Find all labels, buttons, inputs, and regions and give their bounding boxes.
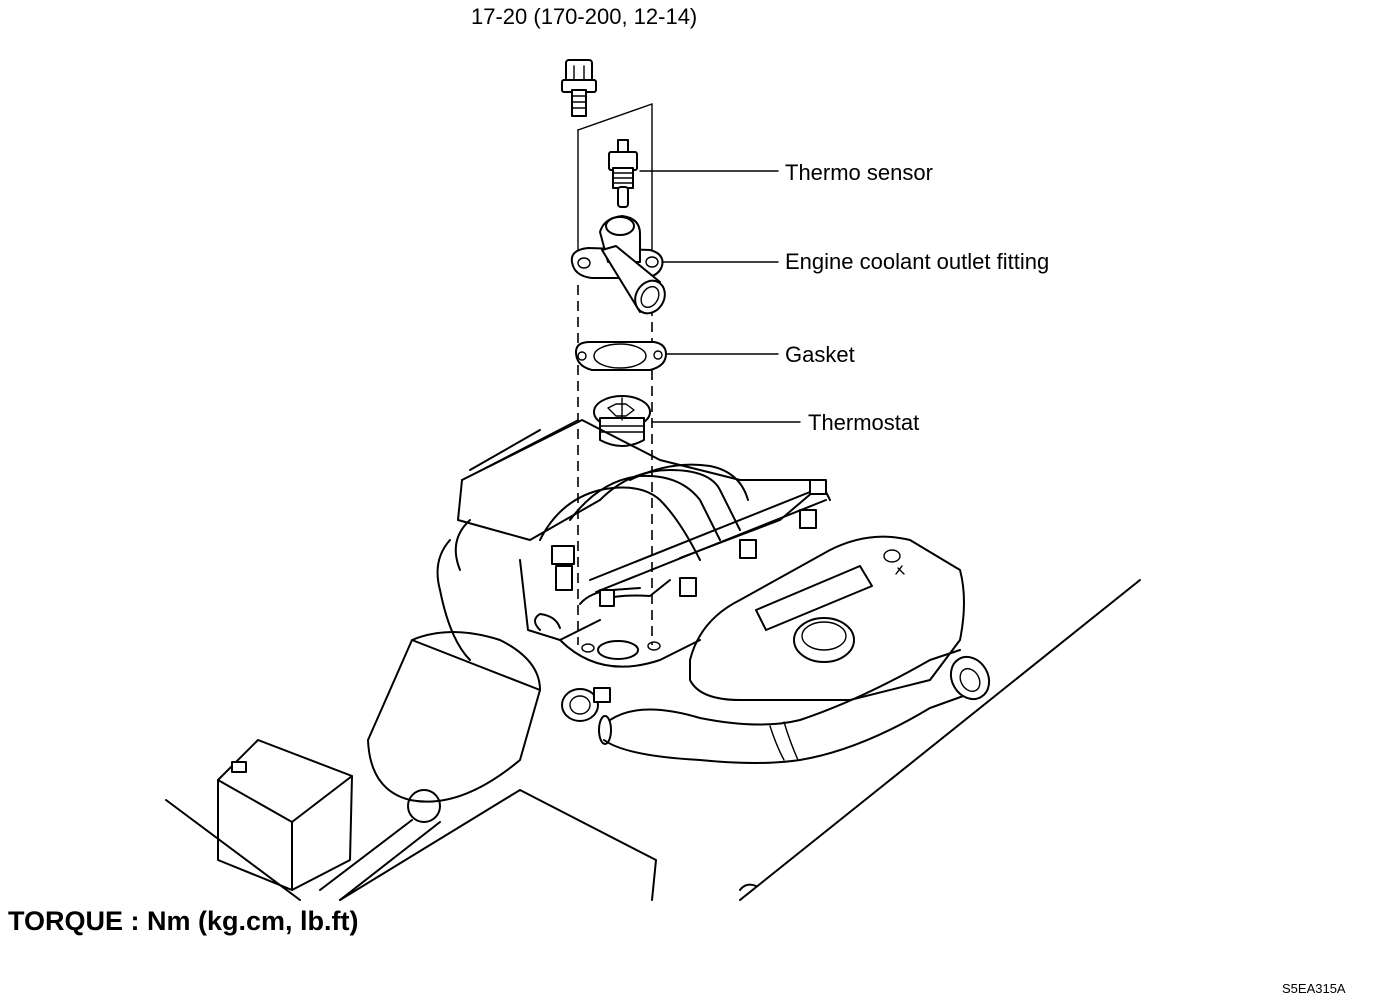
gasket	[575, 341, 667, 371]
label-gasket: Gasket	[785, 342, 855, 367]
engine-cover	[689, 535, 965, 701]
lower-components	[165, 631, 541, 901]
thermo-sensor	[608, 139, 638, 208]
coolant-outlet-fitting	[570, 215, 666, 315]
label-thermo-sensor: Thermo sensor	[785, 160, 933, 185]
body-outline	[339, 579, 1141, 901]
figure-code: S5EA315A	[1282, 981, 1346, 996]
torque-legend: TORQUE : Nm (kg.cm, lb.ft)	[8, 906, 359, 936]
label-outlet-fitting: Engine coolant outlet fitting	[785, 249, 1050, 274]
radiator-hose	[598, 649, 991, 764]
bolt	[561, 59, 597, 117]
label-thermostat: Thermostat	[808, 410, 920, 435]
thermostat	[593, 395, 651, 447]
bolt-torque-spec: 17-20 (170-200, 12-14)	[471, 4, 698, 29]
engine-assembly	[436, 419, 831, 668]
hose-clamp	[561, 687, 611, 722]
